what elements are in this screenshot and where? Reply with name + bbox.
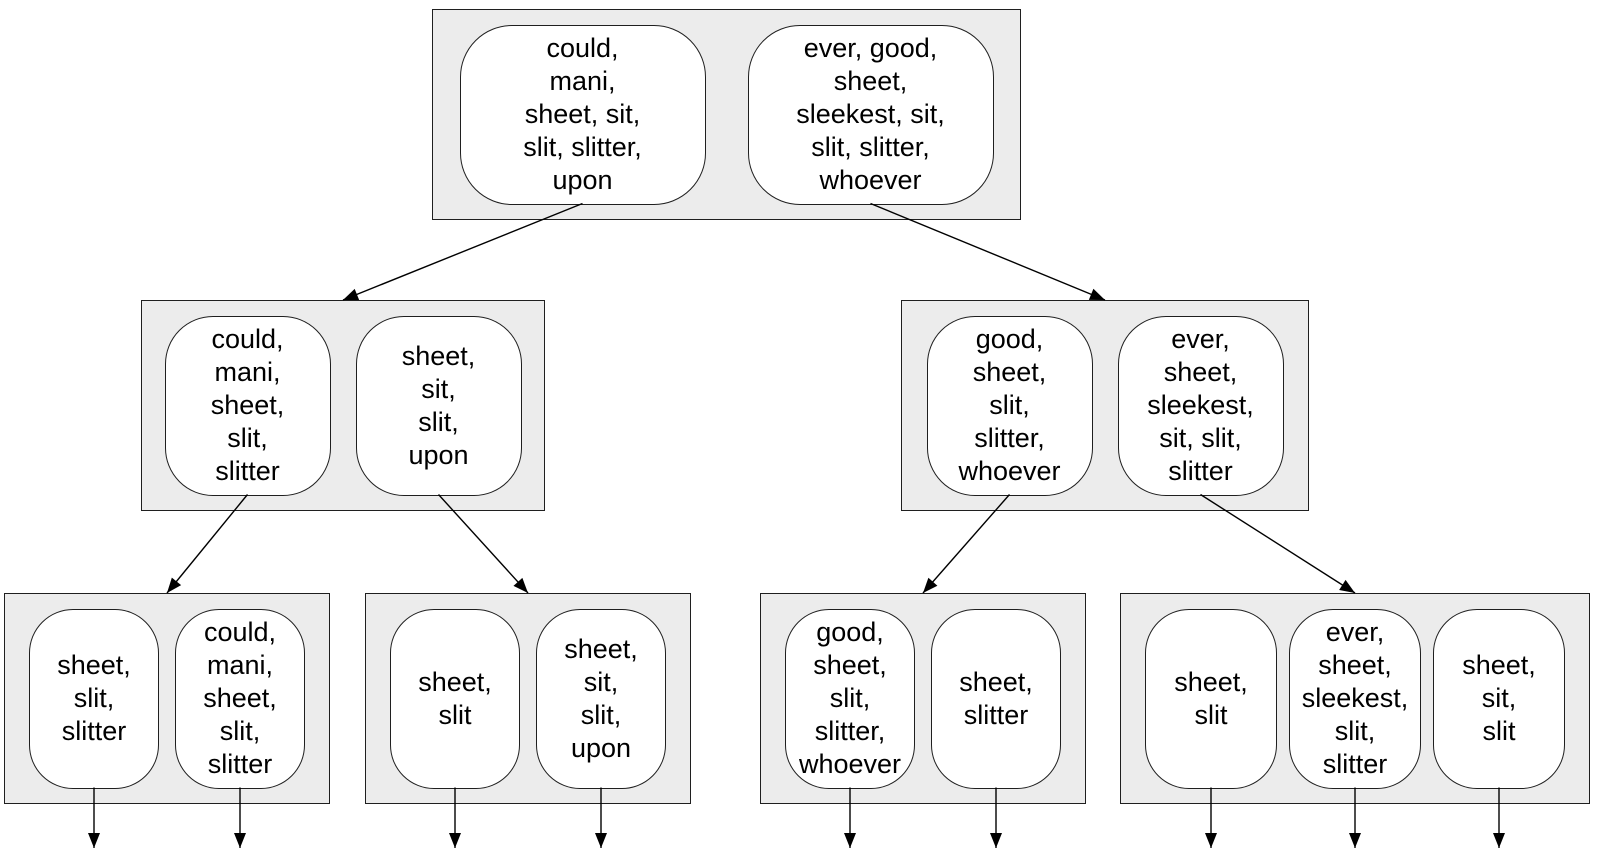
key-text: sheet, slit, slitter	[57, 650, 131, 746]
key-text: could, mani, sheet, slit, slitter	[203, 617, 277, 779]
key-text: ever, good, sheet, sleekest, sit, slit, …	[796, 33, 945, 195]
btree-internal-node: good, sheet, slit, slitter, whoever ever…	[901, 300, 1309, 511]
btree-root-node: could, mani, sheet, sit, slit, slitter, …	[432, 9, 1021, 220]
key-text: could, mani, sheet, slit, slitter	[210, 324, 285, 486]
btree-key: sheet, slit	[1145, 608, 1277, 789]
btree-key: sheet, sit, slit, upon	[536, 608, 666, 789]
btree-leaf-node: good, sheet, slit, slitter, whoever shee…	[760, 593, 1086, 804]
btree-leaf-node: sheet, slit ever, sheet, sleekest, slit,…	[1120, 593, 1590, 804]
key-text: ever, sheet, sleekest, sit, slit, slitte…	[1147, 324, 1254, 486]
btree-internal-node: could, mani, sheet, slit, slitter sheet,…	[141, 300, 545, 511]
key-text: could, mani, sheet, sit, slit, slitter, …	[523, 33, 642, 195]
key-text: sheet, sit, slit, upon	[564, 633, 638, 763]
key-text: sheet, slit	[418, 666, 492, 730]
btree-key: ever, good, sheet, sleekest, sit, slit, …	[747, 24, 994, 205]
btree-key: sheet, slit, slitter	[29, 608, 159, 789]
key-text: sheet, slitter	[959, 666, 1033, 730]
btree-key: sheet, slit	[390, 608, 520, 789]
btree-key: sheet, slitter	[931, 608, 1061, 789]
key-text: sheet, sit, slit, upon	[401, 340, 476, 470]
btree-key: sheet, sit, slit, upon	[355, 315, 522, 496]
btree-key: sheet, sit, slit	[1433, 608, 1565, 789]
btree-key: could, mani, sheet, slit, slitter	[175, 608, 305, 789]
key-text: good, sheet, slit, slitter, whoever	[958, 324, 1061, 486]
key-text: sheet, sit, slit	[1462, 650, 1536, 746]
btree-key: ever, sheet, sleekest, slit, slitter	[1289, 608, 1421, 789]
btree-key: good, sheet, slit, slitter, whoever	[785, 608, 915, 789]
key-text: good, sheet, slit, slitter, whoever	[798, 617, 902, 779]
btree-key: could, mani, sheet, slit, slitter	[164, 315, 331, 496]
btree-leaf-node: sheet, slit sheet, sit, slit, upon	[365, 593, 691, 804]
btree-key: ever, sheet, sleekest, sit, slit, slitte…	[1117, 315, 1284, 496]
btree-leaf-node: sheet, slit, slitter could, mani, sheet,…	[4, 593, 330, 804]
btree-key: could, mani, sheet, sit, slit, slitter, …	[459, 24, 706, 205]
key-text: sheet, slit	[1174, 666, 1248, 730]
btree-key: good, sheet, slit, slitter, whoever	[926, 315, 1093, 496]
key-text: ever, sheet, sleekest, slit, slitter	[1301, 617, 1409, 779]
